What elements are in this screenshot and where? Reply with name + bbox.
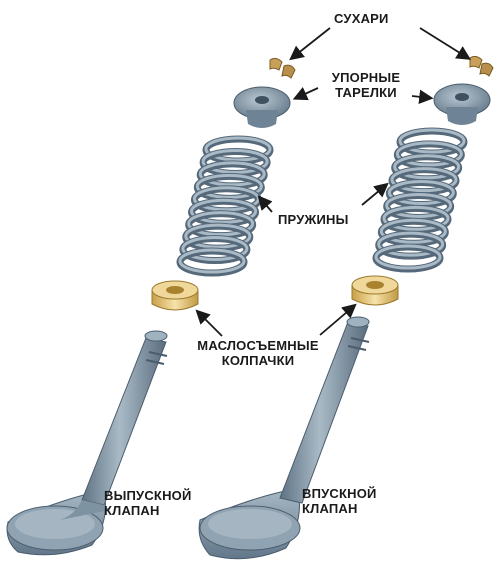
exhaust-valve-label-line1: ВЫПУСКНОЙ [104,488,192,503]
retainers-label-line1: УПОРНЫЕ [320,70,412,85]
keepers-label: СУХАРИ [334,11,389,26]
oil-seals-label-line1: МАСЛОСЪЕМНЫЕ [178,338,338,353]
exhaust-valve-keepers [270,58,295,78]
intake-oil-seal [352,276,398,305]
arrow-seal-left [198,312,222,336]
springs-label: ПРУЖИНЫ [278,212,349,227]
oil-seals-label-line2: КОЛПАЧКИ [178,353,338,368]
intake-valve-label: ВПУСКНОЙ КЛАПАН [302,486,377,516]
exhaust-oil-seal [152,281,198,310]
arrow-keepers-right [420,28,468,58]
intake-spring-retainer [434,84,490,125]
intake-valve-head [199,490,300,559]
exhaust-valve-label: ВЫПУСКНОЙ КЛАПАН [104,488,192,518]
intake-valve-keepers [470,56,493,76]
exhaust-spring [180,138,270,273]
arrow-springs-right [362,185,386,205]
retainers-label-line2: ТАРЕЛКИ [320,85,412,100]
arrow-springs-left [260,198,272,212]
arrow-retainer-right [412,96,430,98]
retainers-label: УПОРНЫЕ ТАРЕЛКИ [320,70,412,100]
arrow-keepers-left [292,28,330,58]
exhaust-spring-retainer [234,87,290,128]
oil-seals-label: МАСЛОСЪЕМНЫЕ КОЛПАЧКИ [178,338,338,368]
arrow-retainer-left [296,88,318,98]
intake-valve-label-line2: КЛАПАН [302,501,377,516]
exhaust-valve-label-line2: КЛАПАН [104,503,192,518]
intake-valve-label-line1: ВПУСКНОЙ [302,486,377,501]
intake-spring [376,130,464,269]
